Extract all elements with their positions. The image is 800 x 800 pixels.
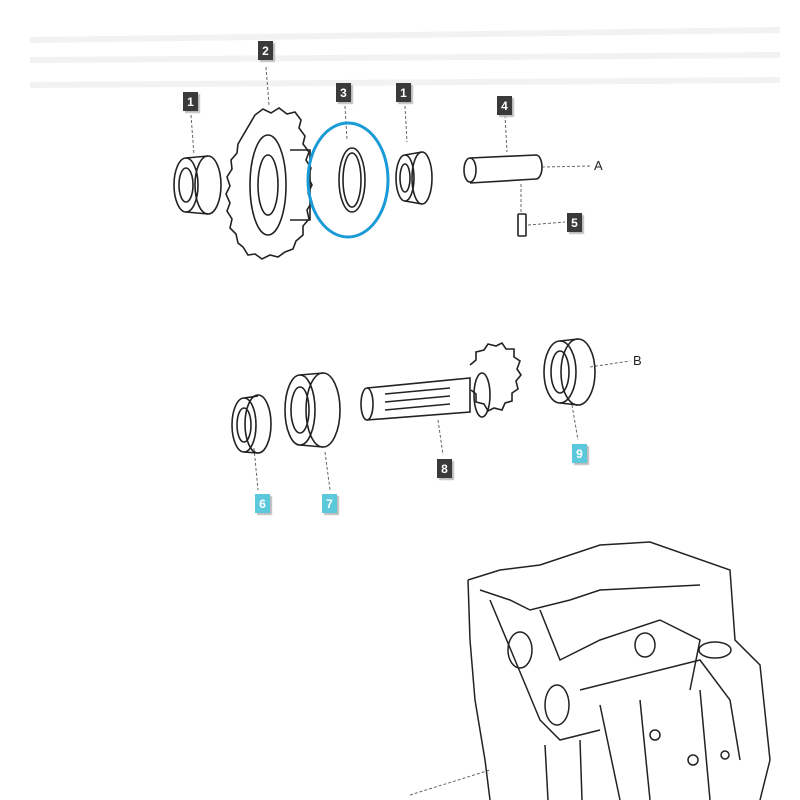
- callout-6[interactable]: 6: [255, 494, 270, 513]
- callout-1-left[interactable]: 1: [183, 92, 198, 111]
- callout-5[interactable]: 5: [567, 213, 582, 232]
- callout-2[interactable]: 2: [258, 41, 273, 60]
- callout-1-right[interactable]: 1: [396, 83, 411, 102]
- callout-3[interactable]: 3: [336, 83, 351, 102]
- bearing-left: [173, 155, 222, 215]
- reference-letter-b: B: [633, 353, 642, 368]
- callout-8[interactable]: 8: [437, 459, 452, 478]
- highlight-circle: [306, 121, 390, 239]
- callout-4[interactable]: 4: [497, 96, 512, 115]
- reference-letter-a: A: [594, 158, 603, 173]
- callout-9[interactable]: 9: [572, 444, 587, 463]
- callout-7[interactable]: 7: [322, 494, 337, 513]
